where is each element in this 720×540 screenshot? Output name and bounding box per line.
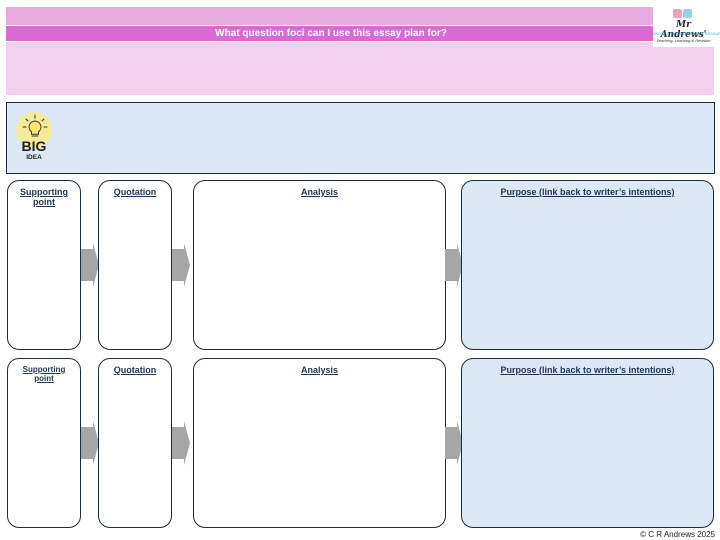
supporting-point-heading: Supporting point	[22, 365, 66, 383]
logo-badge-blue-icon	[683, 9, 692, 18]
header-top-strip	[6, 7, 656, 25]
arrow-right-icon	[445, 421, 463, 465]
quotation-box[interactable]: Quotation	[98, 358, 172, 528]
copyright-notice: © C R Andrews 2025	[640, 530, 715, 539]
supporting-point-box[interactable]: Supporting point	[7, 358, 81, 528]
arrow-right-icon	[445, 243, 463, 287]
logo: Mr Andrews' ENGLISH REVISION MAPS & RESO…	[653, 7, 720, 47]
arrow-right-icon	[172, 243, 190, 287]
question-foci-area[interactable]	[6, 42, 714, 95]
quotation-box[interactable]: Quotation	[98, 180, 172, 350]
supporting-point-box[interactable]: Supporting point	[7, 180, 81, 350]
page-title: What question foci can I use this essay …	[6, 26, 656, 41]
logo-subtitle: Teaching, Learning & Revision	[656, 38, 711, 43]
purpose-box[interactable]: Purpose (link back to writer’s intention…	[461, 358, 714, 528]
lightbulb-icon	[22, 114, 48, 137]
logo-tagline: ENGLISH REVISION MAPS & RESOURCES	[653, 32, 720, 36]
arrow-right-icon	[81, 243, 99, 287]
analysis-heading: Analysis	[300, 365, 339, 375]
logo-badge-pink-icon	[673, 9, 682, 18]
purpose-heading: Purpose (link back to writer’s intention…	[500, 365, 675, 375]
analysis-box[interactable]: Analysis	[193, 358, 446, 528]
analysis-box[interactable]: Analysis	[193, 180, 446, 350]
analysis-heading: Analysis	[300, 187, 339, 197]
purpose-box[interactable]: Purpose (link back to writer’s intention…	[461, 180, 714, 350]
big-idea-area[interactable]	[6, 102, 715, 174]
arrow-right-icon	[172, 421, 190, 465]
big-idea-label-big: BIG	[21, 138, 47, 154]
quotation-heading: Quotation	[113, 187, 157, 197]
logo-name: Mr Andrews'	[660, 20, 707, 40]
supporting-point-heading: Supporting point	[20, 187, 68, 207]
quotation-heading: Quotation	[113, 365, 157, 375]
big-idea-label-idea: IDEA	[26, 154, 42, 161]
purpose-heading: Purpose (link back to writer’s intention…	[500, 187, 675, 197]
arrow-right-icon	[81, 421, 99, 465]
